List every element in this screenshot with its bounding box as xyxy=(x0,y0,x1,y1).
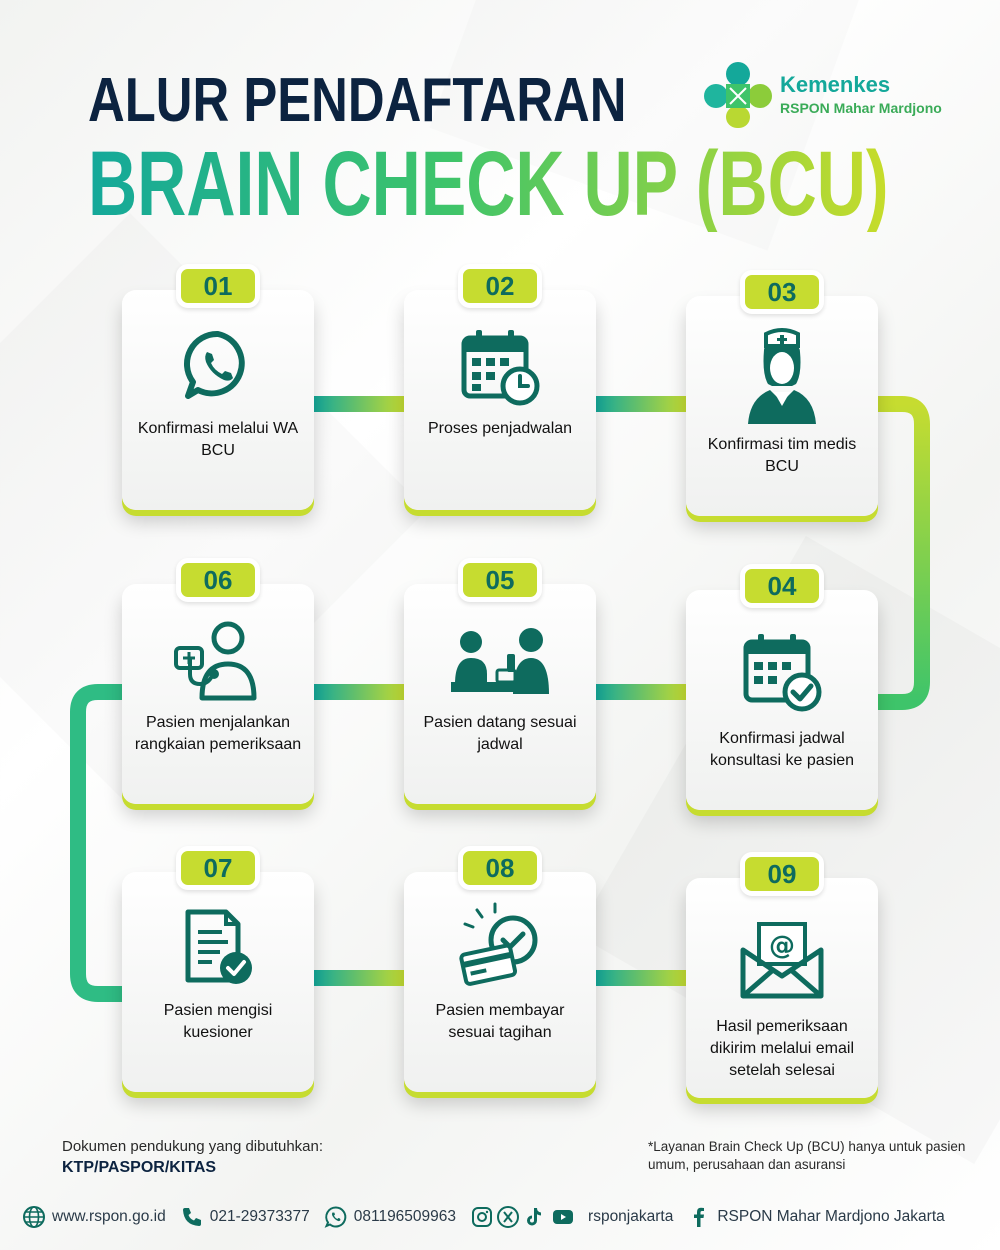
whatsapp-icon xyxy=(324,1206,347,1228)
phone-link[interactable]: 021-29373377 xyxy=(180,1205,310,1229)
svg-text:@: @ xyxy=(769,931,795,961)
step-label: Konfirmasi jadwal konsultasi ke pasien xyxy=(709,730,855,769)
step-number: 03 xyxy=(740,270,824,314)
phone-text: 021-29373377 xyxy=(209,1208,310,1225)
step-label: Konfirmasi melalui WA BCU xyxy=(137,420,299,459)
step-number: 04 xyxy=(740,564,824,608)
social-links[interactable]: rsponjakarta xyxy=(470,1205,673,1229)
step-number: 08 xyxy=(458,846,542,890)
step-card-02: 02 Proses penjadwalan xyxy=(404,264,596,510)
step-card-03: 03 Konfirmasi tim medis BCU xyxy=(686,270,878,516)
whatsapp-link[interactable]: 081196509963 xyxy=(324,1205,456,1229)
service-disclaimer: *Layanan Brain Check Up (BCU) hanya untu… xyxy=(648,1139,966,1172)
nurse-icon xyxy=(748,328,816,424)
step-label: Pasien membayar sesuai tagihan xyxy=(435,1002,565,1041)
step-number: 06 xyxy=(176,558,260,602)
website-text: www.rspon.go.id xyxy=(52,1208,166,1225)
step-number: 01 xyxy=(176,264,260,308)
documents-note: Dokumen pendukung yang dibutuhkan: KTP/P… xyxy=(62,1138,323,1177)
title-line-2: BRAIN CHECK UP (BCU) xyxy=(88,133,889,235)
email-envelope-icon: @ xyxy=(740,922,824,999)
step-label: Pasien menjalankan rangkaian pemeriksaan xyxy=(134,714,302,753)
logo-title: Kemenkes xyxy=(780,72,891,97)
step-card-04: 04 Konfirmasi jadwal konsultasi ke pasie… xyxy=(686,564,878,810)
step-label: Hasil pemeriksaan dikirim melalui email … xyxy=(709,1018,855,1079)
step-label: Konfirmasi tim medis BCU xyxy=(707,436,857,475)
contact-footer: www.rspon.go.id 021-29373377 08119650996… xyxy=(22,1202,992,1232)
step-label: Pasien datang sesuai jadwal xyxy=(423,714,577,753)
step-card-05: 05 Pasien datang sesuai jadwal xyxy=(404,558,596,804)
facebook-link[interactable]: RSPON Mahar Mardjono Jakarta xyxy=(687,1205,945,1229)
facebook-text: RSPON Mahar Mardjono Jakarta xyxy=(717,1208,945,1225)
document-check-icon xyxy=(185,909,252,984)
step-number: 02 xyxy=(458,264,542,308)
tiktok-icon[interactable] xyxy=(522,1205,546,1229)
calendar-clock-icon xyxy=(461,330,540,406)
step-number: 05 xyxy=(458,558,542,602)
instagram-icon[interactable] xyxy=(470,1205,494,1229)
step-number: 09 xyxy=(740,852,824,896)
calendar-check-icon xyxy=(743,634,822,712)
documents-value: KTP/PASPOR/KITAS xyxy=(62,1159,217,1176)
step-label: Proses penjadwalan xyxy=(427,420,573,437)
website-link[interactable]: www.rspon.go.id xyxy=(22,1205,166,1229)
step-card-09: 09 @ Hasil pemeriksaan dikirim melalui e… xyxy=(686,852,878,1098)
step-card-08: 08 Pasien membayar sesuai tagihan xyxy=(404,846,596,1092)
whatsapp-text: 081196509963 xyxy=(353,1208,457,1225)
youtube-icon[interactable] xyxy=(548,1205,578,1229)
step-card-06: 06 Pasien menjalankan rangkaian pemeriks… xyxy=(122,558,314,804)
documents-label: Dokumen pendukung yang dibutuhkan: xyxy=(62,1138,324,1155)
globe-icon xyxy=(23,1206,45,1228)
doctor-stethoscope-icon xyxy=(174,621,257,701)
x-twitter-icon[interactable] xyxy=(496,1205,520,1229)
logo-subtitle: RSPON Mahar Mardjono xyxy=(780,100,942,116)
reception-desk-icon xyxy=(451,628,549,694)
whatsapp-icon xyxy=(184,330,245,399)
step-label: Pasien mengisi kuesioner xyxy=(163,1002,273,1041)
phone-icon xyxy=(182,1208,201,1226)
facebook-icon xyxy=(694,1207,705,1227)
kemenkes-logo: Kemenkes RSPON Mahar Mardjono xyxy=(700,58,942,130)
step-card-01: 01 Konfirmasi melalui WA BCU xyxy=(122,264,314,510)
step-number: 07 xyxy=(176,846,260,890)
step-card-07: 07 Pasien mengisi kuesioner xyxy=(122,846,314,1092)
payment-card-icon xyxy=(459,902,538,986)
title-line-1: ALUR PENDAFTARAN xyxy=(88,66,627,135)
kemenkes-logo-icon xyxy=(704,62,772,128)
social-handle-text: rsponjakarta xyxy=(588,1208,674,1225)
